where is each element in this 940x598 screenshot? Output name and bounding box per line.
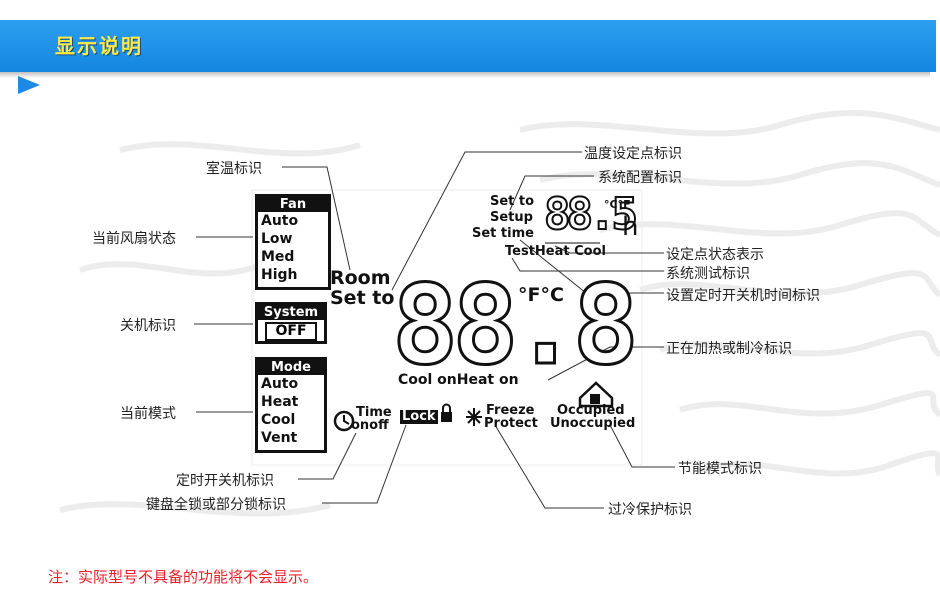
cool-heat-on: Cool onHeat on [398, 372, 519, 388]
header-shadow [0, 72, 930, 78]
page-title: 显示说明 [55, 34, 143, 58]
unoccupied-text: Unoccupied [550, 416, 636, 431]
label-setpoint-mark: 温度设定点标识 [584, 146, 682, 162]
set-to-text: Set to [330, 287, 395, 309]
mode-cool: Cool [261, 412, 296, 428]
time-top: Time [356, 405, 392, 420]
freeze-bottom: Protect [484, 416, 538, 431]
label-energy-mode: 节能模式标识 [678, 461, 762, 477]
big-digits: 88.8 [391, 261, 641, 389]
label-room-temp: 室温标识 [206, 161, 262, 177]
arrow-icon [18, 76, 40, 94]
label-current-mode: 当前模式 [120, 406, 176, 422]
time-bottom: onoff [351, 418, 389, 433]
label-off-mark: 关机标识 [120, 318, 176, 334]
mode-box: Mode Auto Heat Cool Vent [255, 357, 327, 453]
label-timer-mark: 定时开关机标识 [176, 473, 274, 489]
small-hour-h: h [622, 212, 639, 242]
fan-high: High [261, 267, 298, 283]
label-sys-test: 系统测试标识 [666, 266, 750, 282]
label-keylock: 键盘全锁或部分锁标识 [146, 497, 286, 513]
small-digits: 88.5 [543, 189, 639, 241]
label-timer-time: 设置定时开关机时间标识 [666, 288, 820, 304]
mode-heat: Heat [261, 394, 299, 410]
fan-box-title: Fan [258, 197, 328, 212]
small-set-time: Set time [472, 226, 534, 241]
fan-med: Med [261, 249, 295, 265]
system-off-value: OFF [265, 322, 317, 341]
fan-box: Fan Auto Low Med High [255, 194, 331, 290]
occupied-text: Occupied [557, 403, 625, 418]
mode-auto: Auto [261, 376, 299, 392]
fan-auto: Auto [261, 213, 299, 229]
label-setpoint-state: 设定点状态表示 [666, 247, 764, 263]
fan-low: Low [261, 231, 293, 247]
system-box-title: System [258, 305, 324, 320]
small-set-to: Set to [490, 194, 535, 209]
status-row: TestHeat Cool [505, 244, 606, 259]
label-heat-cool-now: 正在加热或制冷标识 [666, 341, 792, 357]
small-unit-cf: °C°F [604, 198, 631, 211]
freeze-top: Freeze [486, 403, 535, 418]
footnote: 注：实际型号不具备的功能将不会显示。 [48, 568, 319, 586]
room-text: Room [330, 267, 391, 289]
label-freeze-protect: 过冷保护标识 [608, 502, 692, 518]
label-sys-config: 系统配置标识 [598, 170, 682, 186]
system-box: System OFF [255, 302, 327, 344]
header-bar [0, 20, 936, 72]
mode-box-title: Mode [258, 360, 324, 375]
big-unit: °F°C [518, 284, 564, 306]
small-setup: Setup [490, 210, 533, 225]
label-fan-state: 当前风扇状态 [92, 231, 176, 247]
mode-vent: Vent [261, 430, 298, 446]
lock-text: Lock [400, 409, 438, 424]
wave-background [59, 109, 940, 517]
